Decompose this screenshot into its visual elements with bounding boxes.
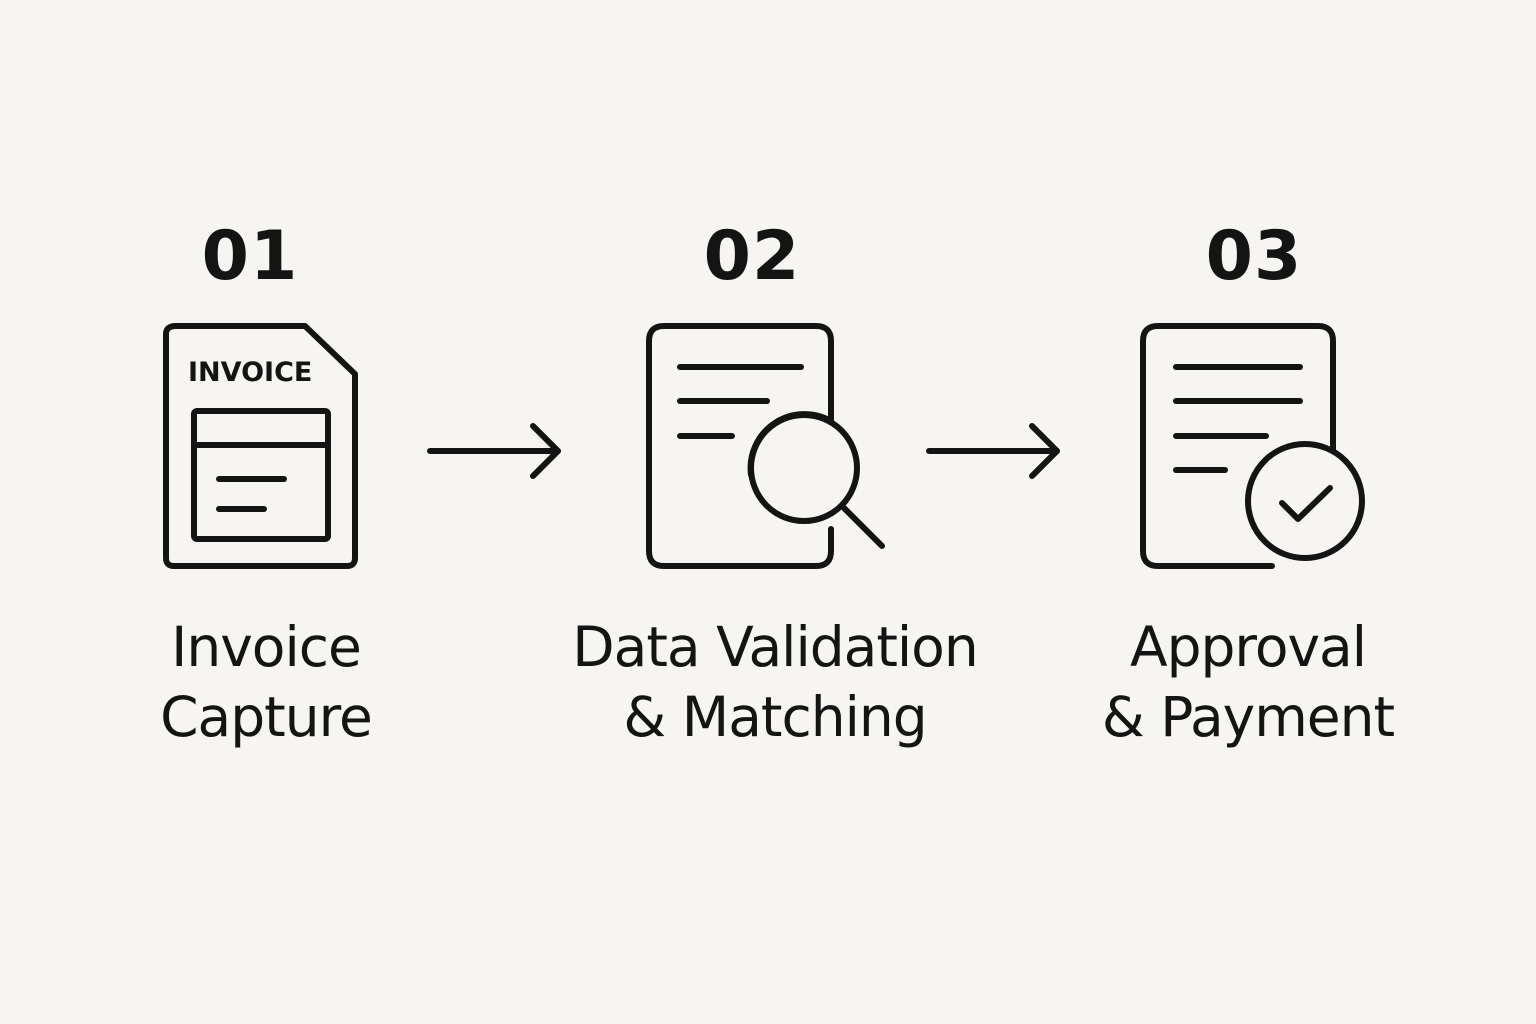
invoice-document-icon: INVOICE <box>163 323 358 569</box>
step-1-number: 01 <box>201 217 299 296</box>
step-3-label: Approval & Payment <box>1018 612 1478 752</box>
step-2-number: 02 <box>703 217 801 296</box>
step-3-label-line-1: Approval <box>1129 615 1367 679</box>
step-2-label-line-1: Data Validation <box>572 615 978 679</box>
invoice-icon-label: INVOICE <box>188 357 312 388</box>
step-3-number: 03 <box>1205 217 1303 296</box>
right-arrow-icon <box>427 423 561 479</box>
document-magnifier-icon <box>646 323 885 569</box>
check-circle <box>1245 441 1365 561</box>
step-3-label-line-2: & Payment <box>1101 685 1395 749</box>
right-arrow-icon <box>926 423 1060 479</box>
step-1-label: Invoice Capture <box>36 612 496 752</box>
checkmark <box>1279 485 1333 522</box>
step-1-label-line-1: Invoice <box>171 615 362 679</box>
magnifier-lens <box>748 412 860 524</box>
step-1-label-line-2: Capture <box>160 685 373 749</box>
step-2-label-line-2: & Matching <box>623 685 927 749</box>
document-checkmark-icon <box>1140 323 1365 569</box>
step-2-label: Data Validation & Matching <box>545 612 1005 752</box>
